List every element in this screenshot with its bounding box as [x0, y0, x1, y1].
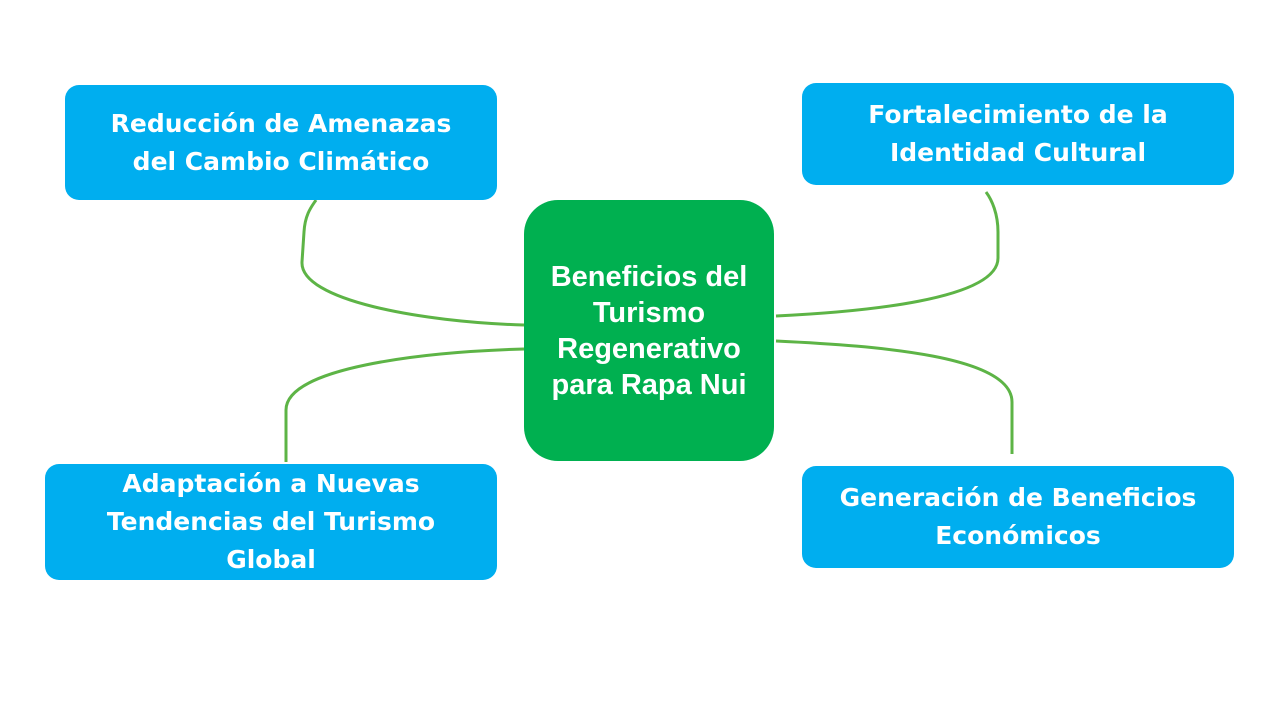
branch-global-trends: Adaptación a Nuevas Tendencias del Turis… [45, 464, 497, 580]
connector-top-left [300, 199, 525, 327]
central-topic-label: Beneficios del Turismo Regenerativo para… [550, 260, 748, 401]
connector-bottom-left [284, 347, 525, 462]
branch-economic-benefits: Generación de Beneficios Económicos [802, 466, 1234, 568]
branch-cultural-identity-label: Fortalecimiento de la Identidad Cultural [868, 100, 1168, 167]
connector-top-right [775, 191, 1000, 318]
branch-economic-benefits-label: Generación de Beneficios Económicos [839, 483, 1197, 550]
branch-climate-change: Reducción de Amenazas del Cambio Climáti… [65, 85, 497, 200]
branch-cultural-identity: Fortalecimiento de la Identidad Cultural [802, 83, 1234, 185]
central-topic: Beneficios del Turismo Regenerativo para… [524, 200, 774, 461]
connector-bottom-right [775, 339, 1014, 454]
branch-climate-change-label: Reducción de Amenazas del Cambio Climáti… [110, 108, 452, 176]
branch-global-trends-label: Adaptación a Nuevas Tendencias del Turis… [106, 469, 436, 574]
